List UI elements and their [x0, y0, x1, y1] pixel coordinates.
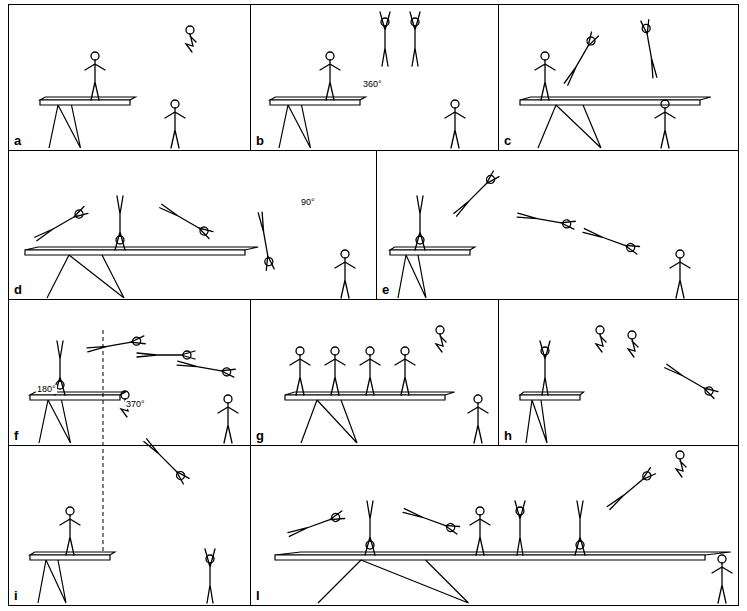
- panel-letter: h: [504, 429, 512, 442]
- panel-letter: f: [14, 429, 18, 442]
- panel-letter: b: [256, 134, 264, 147]
- panel-letter: l: [256, 589, 260, 602]
- rotation-label: 370°: [125, 400, 146, 409]
- panel-letter: c: [504, 134, 511, 147]
- panel-letter: i: [14, 589, 18, 602]
- rotation-label: 360°: [362, 80, 383, 89]
- rotation-label: 90°: [300, 198, 316, 207]
- panel-letter: e: [382, 283, 389, 296]
- rotation-label: 180°: [36, 385, 57, 394]
- panel-frames: [9, 5, 739, 606]
- panel-letter: g: [256, 429, 264, 442]
- panel-letter: a: [14, 134, 21, 147]
- panel-letter: d: [14, 283, 22, 296]
